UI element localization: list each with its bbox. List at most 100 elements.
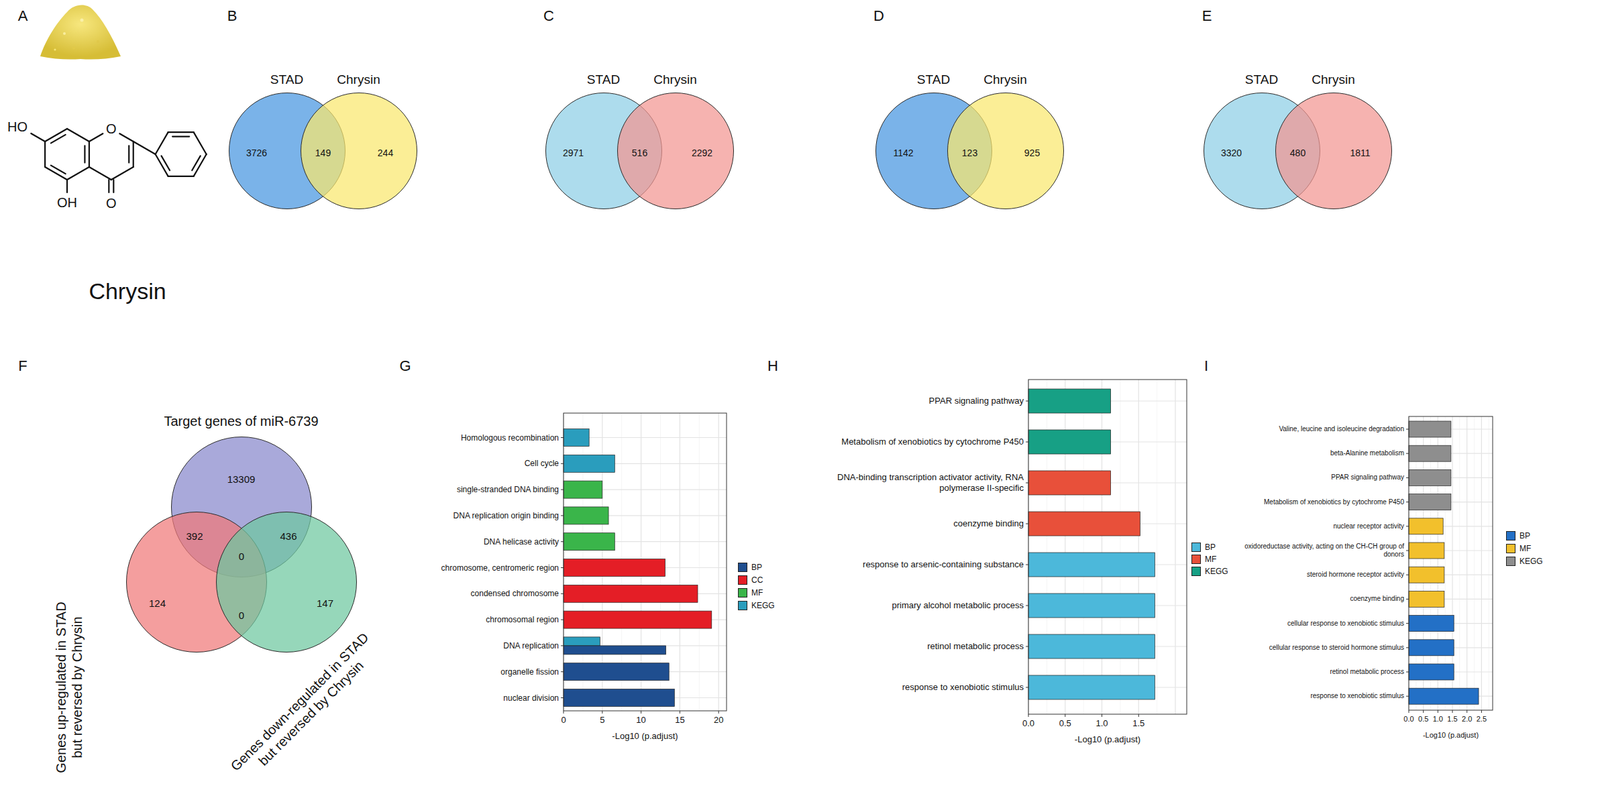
grid-line: [1466, 416, 1468, 711]
legend-item: CC: [737, 575, 763, 585]
legend-item: KEGG: [1191, 566, 1229, 577]
compound-name: Chrysin: [88, 277, 166, 306]
atom-label: O: [104, 120, 119, 137]
legend-text: BP: [1204, 542, 1216, 553]
set-label: Genes down-regulated in STAD but reverse…: [222, 624, 388, 790]
bond: [88, 141, 90, 168]
axis-tick: [1422, 710, 1424, 714]
grid-line: [1488, 416, 1490, 711]
category-label: organelle fission: [500, 666, 559, 677]
legend-text: BP: [751, 562, 763, 573]
legend-swatch: [1506, 544, 1516, 554]
venn-count: 480: [1290, 147, 1306, 159]
axis-tick: [1406, 501, 1409, 503]
venn-count: 244: [377, 146, 394, 159]
tick-label: 0.0: [1403, 715, 1414, 724]
axis-tick: [1452, 710, 1454, 714]
venn-count: 0: [238, 550, 245, 563]
legend-item: BP: [1191, 542, 1216, 553]
bar: [1028, 430, 1111, 455]
bar: [1408, 688, 1479, 705]
tick-label: 0.0: [1022, 718, 1035, 730]
tick-label: 1.0: [1432, 715, 1444, 724]
category-label: nuclear receptor activity: [1332, 522, 1405, 531]
bar: [1028, 552, 1155, 577]
bar: [563, 507, 609, 525]
bar: [563, 429, 590, 447]
tick-label: 20: [713, 715, 724, 726]
set-label: STAD: [1245, 71, 1278, 88]
venn-count: 147: [316, 597, 334, 610]
set-label: Chrysin: [336, 71, 380, 88]
axis-tick: [1406, 599, 1409, 600]
category-label: cellular response to xenobiotic stimulus: [1287, 619, 1405, 628]
legend-text: BP: [1519, 531, 1531, 541]
bond: [44, 141, 46, 168]
bar: [1028, 511, 1140, 537]
axis-tick: [560, 645, 564, 647]
venn-count: 1811: [1349, 146, 1370, 159]
legend-text: MF: [1519, 544, 1531, 554]
tick-label: 2.5: [1476, 715, 1487, 724]
category-label: DNA replication: [503, 641, 559, 651]
plot-frame: [1408, 416, 1493, 711]
category-label: condensed chromosome: [470, 589, 559, 599]
axis-tick: [1406, 672, 1409, 673]
bar: [563, 559, 665, 577]
axis-tick: [1101, 714, 1103, 718]
axis-tick: [1064, 714, 1066, 718]
bond: [132, 141, 135, 168]
tick-label: 0: [560, 715, 566, 726]
legend-text: MF: [1204, 554, 1217, 565]
set-label: STAD: [587, 71, 620, 88]
bar-chart: [560, 413, 727, 714]
category-label: DNA-binding transcription activator acti…: [802, 472, 1024, 494]
tick-label: 0.5: [1059, 718, 1072, 730]
grid-line: [1174, 379, 1176, 715]
tick-label: 5: [599, 715, 605, 726]
legend-text: CC: [751, 575, 763, 585]
panel-letter: F: [18, 357, 27, 376]
powder-illustration: [40, 5, 121, 60]
set-label: STAD: [270, 71, 304, 88]
tick-label: 2.0: [1461, 715, 1472, 724]
axis-tick: [1406, 623, 1409, 624]
venn-count: 3726: [246, 146, 268, 159]
axis-tick: [1406, 574, 1409, 576]
grid-line: [1459, 416, 1460, 711]
chrysin-structure: [30, 128, 206, 193]
axis-tick: [1437, 710, 1439, 714]
legend-item: MF: [1191, 554, 1217, 565]
category-label: response to xenobiotic stimulus: [1310, 692, 1405, 701]
tick-label: 1.5: [1447, 715, 1458, 724]
bar: [563, 663, 669, 681]
category-label: PPAR signaling pathway: [1330, 473, 1405, 482]
axis-tick: [1466, 710, 1468, 714]
axis-tick: [1025, 646, 1029, 648]
legend-swatch: [737, 562, 748, 573]
category-label: response to xenobiotic stimulus: [902, 682, 1024, 693]
bar: [1028, 470, 1111, 496]
venn-count: 925: [1024, 146, 1040, 159]
bar: [563, 646, 667, 655]
panel-letter: H: [767, 357, 779, 376]
bar: [1408, 494, 1452, 511]
bond: [89, 133, 103, 142]
double-bond: [50, 134, 66, 144]
powder-speck: [96, 40, 100, 43]
atom-label: HO: [6, 118, 29, 135]
bar: [1408, 591, 1445, 608]
category-label: Valine, leucine and isoleucine degradati…: [1278, 425, 1405, 434]
grid-line: [718, 413, 720, 712]
venn-count: 123: [962, 147, 978, 159]
axis-tick: [640, 711, 642, 714]
grid-line: [1156, 379, 1158, 715]
double-bond: [112, 179, 115, 193]
grid-line: [1481, 416, 1482, 711]
tick-label: 0.5: [1418, 715, 1429, 724]
bond: [193, 132, 207, 155]
powder-speck: [63, 32, 66, 35]
